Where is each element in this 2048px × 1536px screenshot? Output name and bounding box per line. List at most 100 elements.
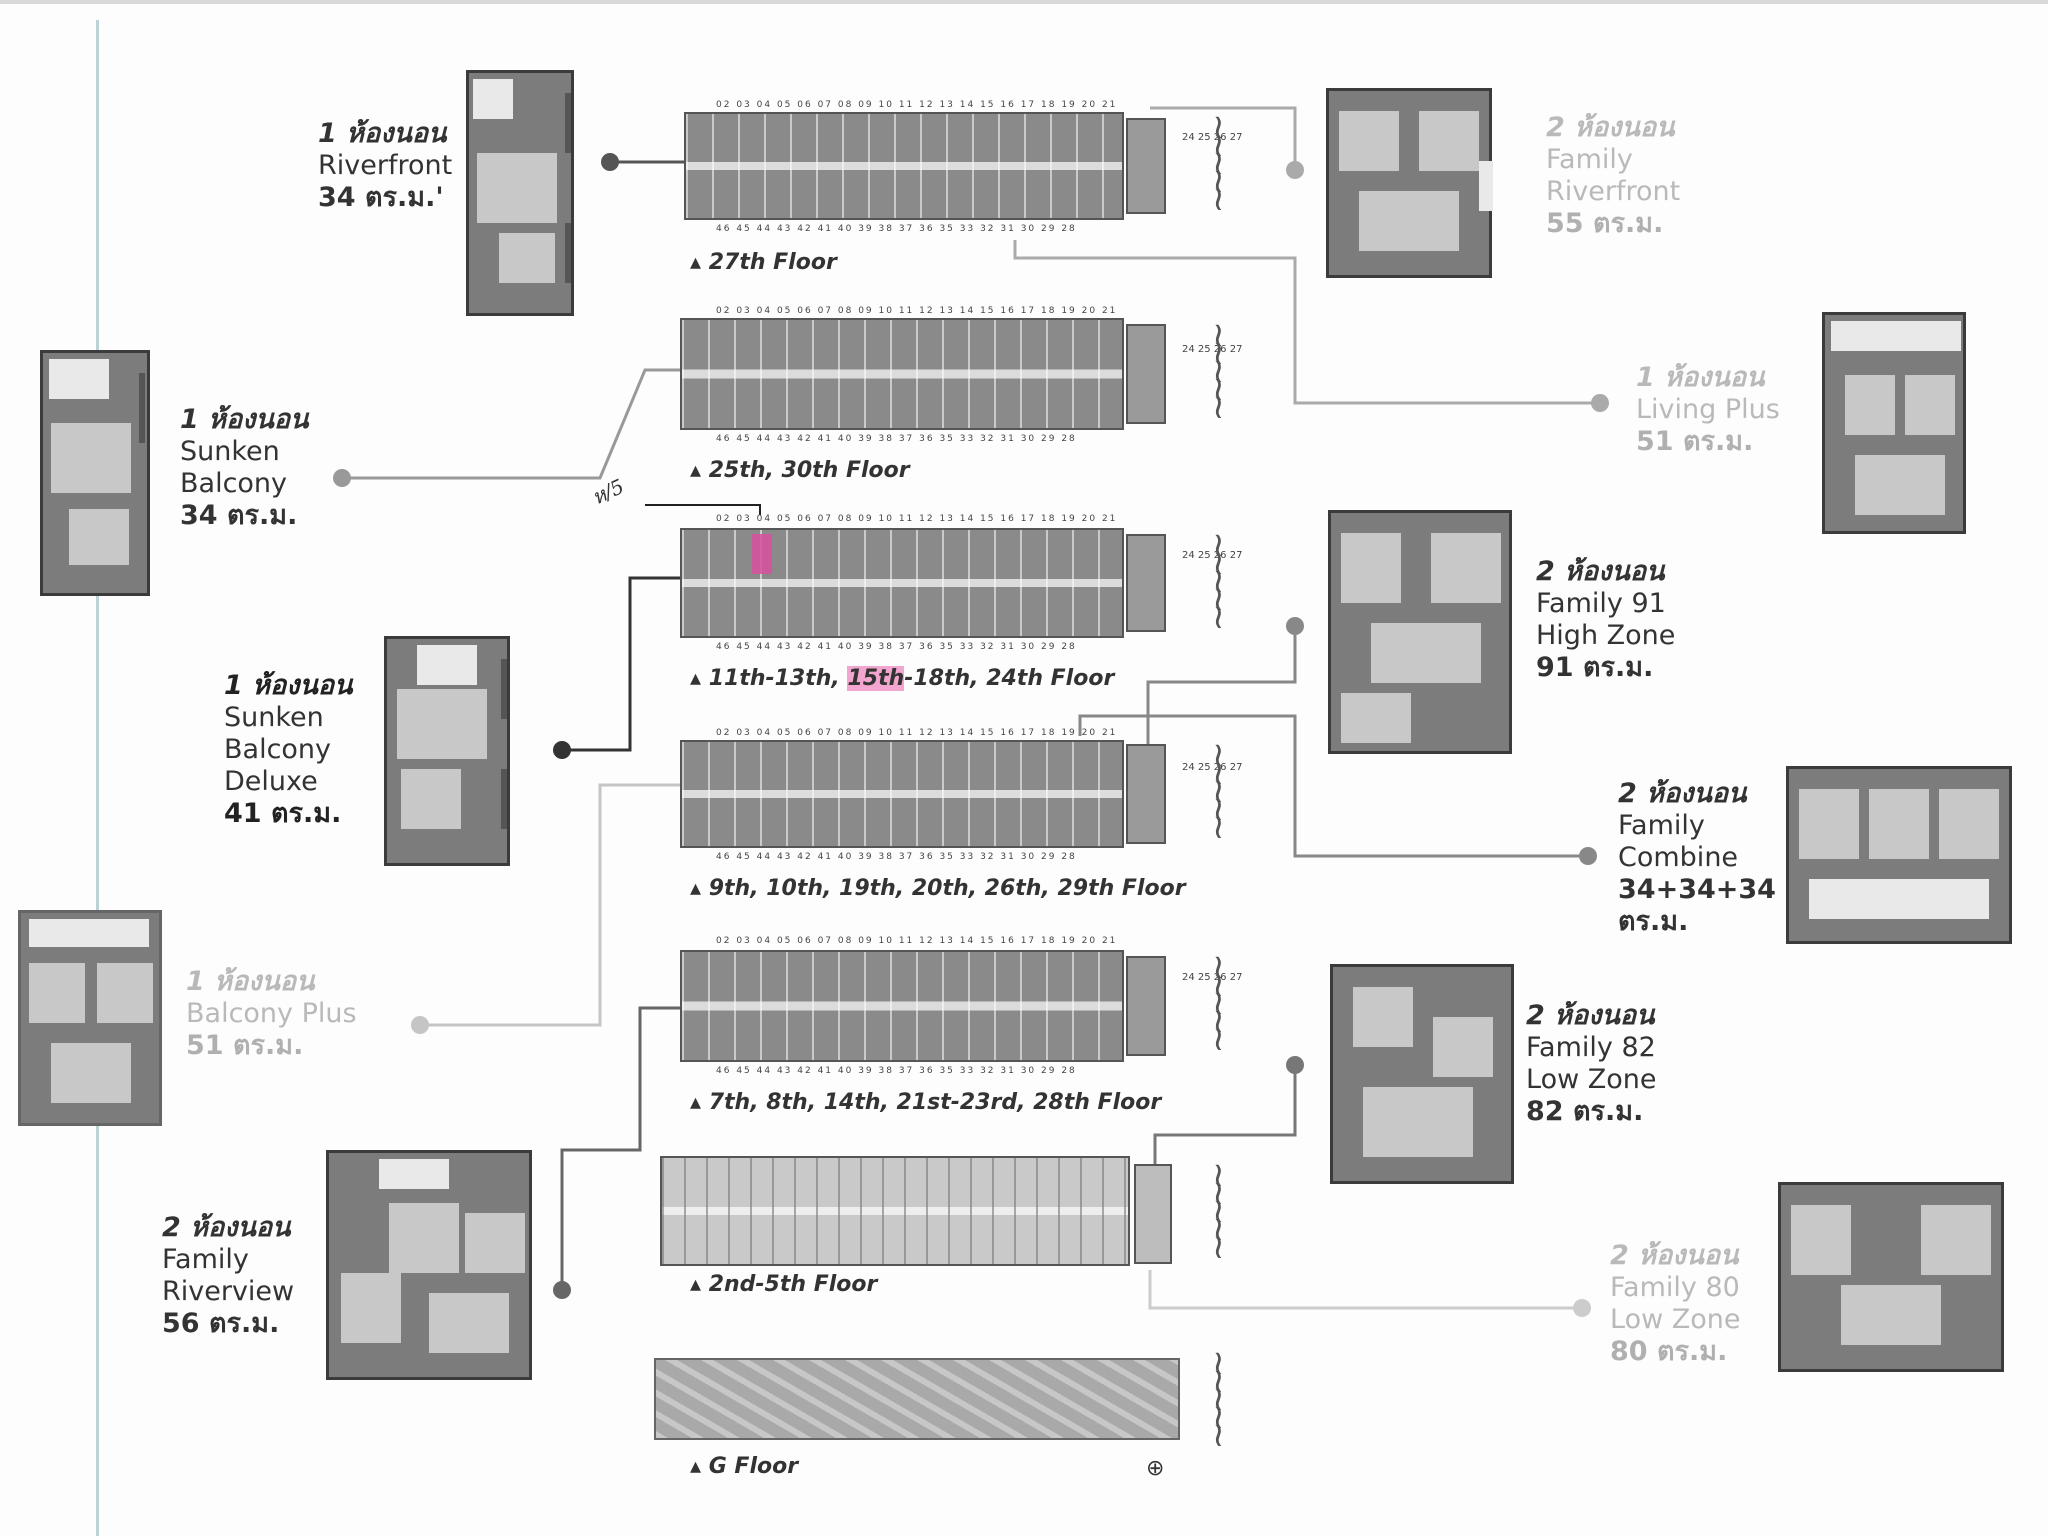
highlighted-unit: [752, 534, 772, 574]
unit-plan-1br-riverfront: [466, 70, 574, 316]
unit-type-name: Sunken: [180, 436, 280, 467]
unit-area: 91 ตร.ม.: [1536, 652, 1654, 683]
floor-label-7-28: ▴ 7th, 8th, 14th, 21st-23rd, 28th Floor: [690, 1090, 1162, 1115]
unit-area: 34 ตร.ม.: [180, 500, 298, 531]
unit-label-1br-balcony-plus: 1 ห้องนอน Balcony Plus 51 ตร.ม.: [186, 966, 386, 1062]
connector-dot-u1: [601, 153, 619, 171]
river-wave-icon: ≀≀≀≀≀: [1212, 107, 1225, 219]
unit-bedrooms: 2 ห้องนอน: [1526, 1000, 1655, 1031]
top-border: [0, 0, 2048, 4]
floor-plan-25-30-core: [1126, 324, 1166, 424]
floor-label-9-29: ▴ 9th, 10th, 19th, 20th, 26th, 29th Floo…: [690, 876, 1186, 901]
floor-plan-9-29: [680, 740, 1124, 848]
unit-plan-2br-family-riverfront: [1326, 88, 1493, 278]
unit-type-name: Living Plus: [1636, 394, 1780, 425]
unit-plan-1br-balcony-plus: [18, 910, 162, 1126]
river-wave-icon: ≀≀≀≀≀: [1212, 1343, 1225, 1455]
plan-unit-numbers-bottom: 46 45 44 43 42 41 40 39 38 37 36 35 33 3…: [716, 852, 1077, 862]
unit-area: 34 ตร.ม.': [318, 182, 444, 213]
unit-area: 51 ตร.ม.: [1636, 426, 1754, 457]
floor-label-text: 25th, 30th Floor: [708, 458, 910, 483]
unit-type-name: Family: [162, 1244, 249, 1275]
floor-plan-11-24-core: [1126, 534, 1166, 632]
unit-type-name: Sunken: [224, 702, 324, 733]
floor-plan-7-28: [680, 950, 1124, 1062]
connector-u3: [562, 576, 680, 752]
floor-label-2-5: ▴ 2nd-5th Floor: [690, 1272, 878, 1297]
unit-type-name: Balcony Plus: [186, 998, 357, 1029]
unit-type-name-2: Riverfront: [1546, 176, 1681, 207]
river-wave-icon: ≀≀≀≀≀: [1212, 735, 1225, 847]
unit-type-name: Family 80: [1610, 1272, 1740, 1303]
unit-type-name: Family: [1546, 144, 1633, 175]
plan-unit-numbers-bottom: 46 45 44 43 42 41 40 39 38 37 36 35 33 3…: [716, 224, 1077, 234]
unit-type-name-2: Balcony: [224, 734, 332, 765]
connector-u5: [560, 1006, 690, 1290]
unit-plan-2br-family-91: [1328, 510, 1512, 754]
unit-bedrooms: 1 ห้องนอน: [318, 118, 447, 149]
floor-plan-11-24: [680, 528, 1124, 638]
plan-unit-numbers-bottom: 46 45 44 43 42 41 40 39 38 37 36 35 33 3…: [716, 642, 1077, 652]
floor-plan-9-29-core: [1126, 744, 1166, 844]
unit-area: 80 ตร.ม.: [1610, 1336, 1728, 1367]
floor-label-ground: ▴ G Floor: [690, 1454, 799, 1479]
connector-dot-u6: [1286, 161, 1304, 179]
unit-type-name: Family 91: [1536, 588, 1666, 619]
unit-label-2br-family-91: 2 ห้องนอน Family 91 High Zone 91 ตร.ม.: [1536, 556, 1716, 684]
unit-label-1br-sunken-balcony: 1 ห้องนอน Sunken Balcony 34 ตร.ม.: [180, 404, 330, 532]
unit-area: 55 ตร.ม.: [1546, 208, 1664, 239]
unit-type-name-2: Low Zone: [1610, 1304, 1741, 1335]
unit-bedrooms: 2 ห้องนอน: [162, 1212, 291, 1243]
plan-side-numbers: 24 25 26 27: [1182, 344, 1243, 355]
unit-bedrooms: 1 ห้องนอน: [224, 670, 353, 701]
unit-plan-2br-family-combine: [1786, 766, 2012, 944]
unit-type-name-3: Deluxe: [224, 766, 318, 797]
unit-area: ตร.ม.: [1618, 906, 1689, 937]
unit-label-2br-family-80: 2 ห้องนอน Family 80 Low Zone 80 ตร.ม.: [1610, 1240, 1760, 1368]
unit-type-name-3: 34+34+34: [1618, 874, 1776, 905]
unit-label-2br-family-riverfront: 2 ห้องนอน Family Riverfront 55 ตร.ม.: [1546, 112, 1716, 240]
unit-plan-2br-family-80: [1778, 1182, 2004, 1372]
connector-u4: [420, 783, 680, 1027]
floor-label-text: G Floor: [708, 1454, 799, 1479]
floor-label-text: 9th, 10th, 19th, 20th, 26th, 29th Floor: [708, 876, 1186, 901]
guide-line: [96, 20, 99, 1536]
connector-u2: [342, 368, 690, 480]
river-wave-icon: ≀≀≀≀≀: [1212, 315, 1225, 427]
unit-area: 82 ตร.ม.: [1526, 1096, 1644, 1127]
floor-label-25-30: ▴ 25th, 30th Floor: [690, 458, 910, 483]
connector-u7: [1013, 240, 1600, 405]
plan-unit-numbers-top: 02 03 04 05 06 07 08 09 10 11 12 13 14 1…: [716, 100, 1118, 110]
plan-unit-numbers-top: 02 03 04 05 06 07 08 09 10 11 12 13 14 1…: [716, 936, 1118, 946]
unit-bedrooms: 2 ห้องนอน: [1610, 1240, 1739, 1271]
plan-unit-numbers-top: 02 03 04 05 06 07 08 09 10 11 12 13 14 1…: [716, 514, 1118, 524]
unit-type-name: Family: [1618, 810, 1705, 841]
connector-dot-u10: [1286, 1056, 1304, 1074]
unit-bedrooms: 1 ห้องนอน: [186, 966, 315, 997]
river-wave-icon: ≀≀≀≀≀: [1212, 1155, 1225, 1267]
river-wave-icon: ≀≀≀≀≀: [1212, 947, 1225, 1059]
floor-plan-ground: [654, 1358, 1180, 1440]
plan-side-numbers: 24 25 26 27: [1182, 762, 1243, 773]
unit-area: 51 ตร.ม.: [186, 1030, 304, 1061]
connector-dot-u2: [333, 469, 351, 487]
unit-type-name-2: Riverview: [162, 1276, 295, 1307]
plan-side-numbers: 24 25 26 27: [1182, 972, 1243, 983]
unit-plan-2br-family-riverview: [326, 1150, 532, 1380]
connector-dot-u3: [553, 741, 571, 759]
compass-icon: ⊕: [1146, 1456, 1165, 1481]
plan-unit-numbers-bottom: 46 45 44 43 42 41 40 39 38 37 36 35 33 3…: [716, 434, 1077, 444]
floor-label-27: ▴ 27th Floor: [690, 250, 837, 275]
floor-plan-27-core: [1126, 118, 1166, 214]
unit-type-name-2: Low Zone: [1526, 1064, 1657, 1095]
unit-plan-2br-family-82: [1330, 964, 1514, 1184]
unit-label-2br-family-riverview: 2 ห้องนอน Family Riverview 56 ตร.ม.: [162, 1212, 322, 1340]
floor-label-text: 27th Floor: [708, 250, 837, 275]
connector-u11: [1148, 1270, 1582, 1310]
plan-side-numbers: 24 25 26 27: [1182, 550, 1243, 561]
floor-label-text: 2nd-5th Floor: [708, 1272, 878, 1297]
unit-plan-1br-sunken-balcony: [40, 350, 150, 596]
connector-dot-u11: [1573, 1299, 1591, 1317]
